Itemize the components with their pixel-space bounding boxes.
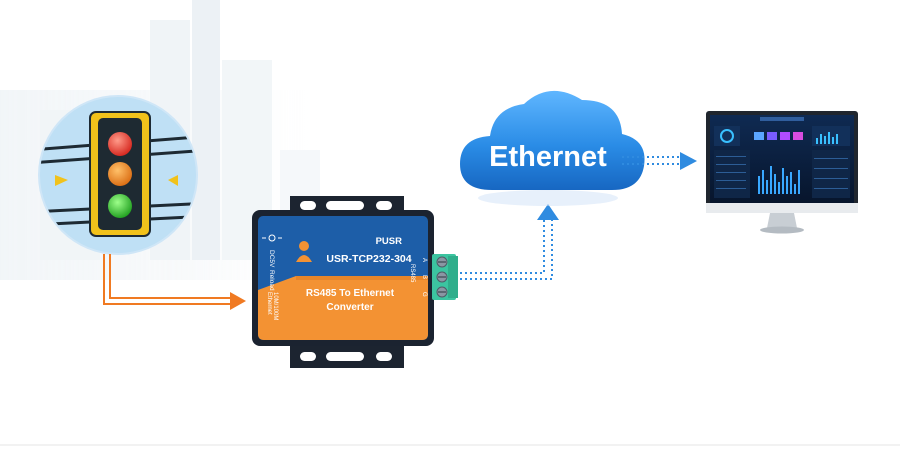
cloud-label: Ethernet	[489, 141, 607, 173]
device-brand: PUSR	[376, 236, 403, 247]
converter-device: PUSR USR-TCP232-304 RS485 To Ethernet Co…	[252, 196, 458, 368]
device-model: USR-TCP232-304	[326, 253, 411, 265]
monitor-dashboard-icon	[706, 111, 858, 234]
blue-dotted-connector	[460, 204, 559, 280]
power-polarity-icon	[262, 234, 282, 242]
label-reload: Reload	[268, 270, 275, 291]
label-rs485: RS485	[409, 264, 415, 283]
device-subtitle-line1: RS485 To Ethernet	[306, 288, 395, 299]
cloud-icon: Ethernet	[460, 90, 645, 206]
cloud-to-monitor-connector	[622, 152, 697, 170]
label-dc5v: DC5V	[268, 250, 275, 268]
label-g: G	[421, 292, 427, 297]
device-subtitle-line2: Converter	[326, 302, 373, 313]
orange-flow-arrow	[103, 254, 246, 310]
rs485-terminal-block	[432, 254, 458, 300]
label-b: B	[421, 275, 427, 279]
traffic-light-icon	[38, 95, 198, 255]
label-ethernet: Ethernet	[266, 292, 272, 315]
label-a: A	[421, 258, 427, 262]
label-10m-100m: 10M/100M	[272, 292, 278, 320]
person-icon	[296, 241, 312, 262]
